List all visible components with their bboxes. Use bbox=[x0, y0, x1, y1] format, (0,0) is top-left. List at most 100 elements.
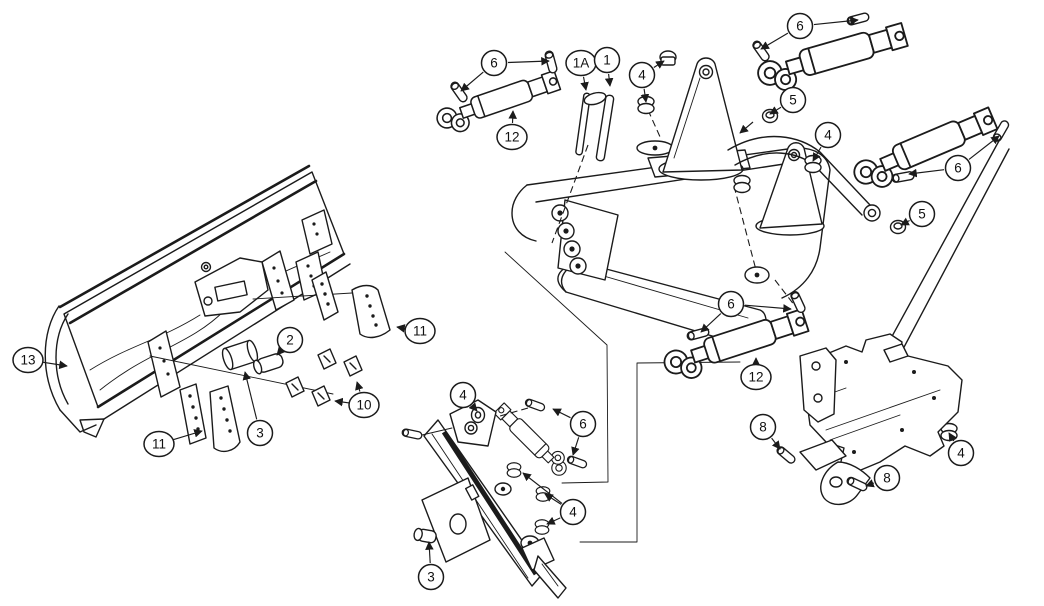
callout-bubble bbox=[496, 123, 528, 151]
callout-leader-arrow bbox=[968, 135, 1000, 160]
stabilizer-beam-assembly bbox=[400, 399, 567, 599]
callout-bubble bbox=[449, 381, 477, 409]
callout-bubble bbox=[873, 464, 901, 492]
callout-1: 1 bbox=[593, 46, 621, 87]
callout-bubble bbox=[593, 46, 621, 74]
callout-2: 2 bbox=[276, 326, 304, 356]
blade-hinge-bracket bbox=[194, 257, 269, 317]
pivot-bushing-3 bbox=[221, 339, 259, 371]
callout-layer: 6 1A 1 4 12 6 5 4 6 5 6 12 13 2 11 10 3 11 4 6 4 3 8 8 4 bbox=[12, 12, 1000, 591]
callout-leader-arrow bbox=[580, 76, 589, 91]
callout-label: 6 bbox=[579, 417, 587, 432]
bracket-lower-pivot bbox=[799, 439, 871, 505]
callout-leader-arrow bbox=[812, 146, 822, 162]
callout-label: 6 bbox=[727, 297, 735, 312]
callout-1A: 1A bbox=[565, 49, 597, 91]
callout-6: 6 bbox=[760, 12, 859, 50]
callout-label: 4 bbox=[459, 388, 467, 403]
callout-label: 2 bbox=[286, 333, 294, 348]
callout-leader-arrow bbox=[604, 73, 614, 87]
callout-label: 6 bbox=[490, 56, 498, 71]
callout-bubble bbox=[480, 49, 508, 77]
callout-leader-arrow bbox=[700, 313, 722, 333]
callout-12: 12 bbox=[740, 357, 772, 391]
callout-leader-arrow bbox=[242, 371, 258, 420]
callout-bubble bbox=[947, 439, 975, 467]
callout-leader-arrow bbox=[508, 110, 517, 124]
callout-bubble bbox=[348, 391, 380, 419]
callout-6: 6 bbox=[552, 408, 597, 456]
callout-bubble bbox=[944, 154, 972, 182]
callout-label: 4 bbox=[638, 68, 646, 83]
blade-rib bbox=[147, 330, 181, 398]
callout-leader-arrow bbox=[546, 516, 561, 525]
callout-leader-arrow bbox=[172, 429, 203, 441]
callout-11: 11 bbox=[396, 317, 436, 345]
callout-bubble bbox=[404, 317, 436, 345]
callout-8: 8 bbox=[749, 413, 781, 450]
callout-bubble bbox=[246, 419, 274, 447]
callout-leader-arrow bbox=[653, 60, 665, 69]
lift-tower-front bbox=[658, 57, 744, 181]
callout-11: 11 bbox=[143, 429, 203, 458]
beam-plug-3 bbox=[413, 527, 437, 544]
callout-4: 4 bbox=[449, 381, 478, 412]
callout-4: 4 bbox=[628, 60, 665, 103]
callout-leader-arrow bbox=[522, 472, 563, 504]
callout-label: 4 bbox=[569, 505, 577, 520]
frame-lug-stack bbox=[551, 204, 587, 275]
pivot-pin-1A bbox=[575, 92, 591, 156]
callout-6: 6 bbox=[700, 290, 792, 333]
callout-leader-arrow bbox=[865, 479, 875, 488]
callout-label: 13 bbox=[20, 353, 35, 368]
callout-label: 4 bbox=[957, 446, 965, 461]
callout-label: 3 bbox=[256, 426, 264, 441]
callout-leader-arrow bbox=[507, 56, 550, 66]
callout-leader-arrow bbox=[771, 437, 781, 450]
callout-label: 12 bbox=[748, 370, 763, 385]
callout-label: 6 bbox=[954, 161, 962, 176]
beam-bottom-clevis bbox=[520, 535, 567, 599]
callout-leader-arrow bbox=[908, 168, 945, 178]
beam-side-plate bbox=[421, 477, 491, 563]
dozer-blade bbox=[44, 164, 353, 438]
callout-label: 1 bbox=[603, 53, 611, 68]
callout-leader-arrow bbox=[769, 106, 782, 115]
callout-leader-arrow bbox=[460, 71, 484, 92]
blade-rib bbox=[261, 250, 295, 311]
callout-10: 10 bbox=[334, 381, 380, 419]
callout-leader-arrow bbox=[334, 397, 351, 407]
callout-6: 6 bbox=[908, 135, 1000, 182]
callout-bubble bbox=[740, 363, 772, 391]
callout-4: 4 bbox=[812, 121, 842, 162]
callout-bubble bbox=[814, 121, 842, 149]
callout-leader-arrow bbox=[41, 360, 68, 370]
spacer-2 bbox=[252, 353, 284, 375]
callout-12: 12 bbox=[496, 110, 528, 151]
callout-8: 8 bbox=[865, 464, 901, 492]
wear-plate-11 bbox=[311, 271, 391, 339]
tilt-cylinder bbox=[754, 20, 912, 98]
callout-bubble bbox=[417, 563, 445, 591]
callout-label: 8 bbox=[883, 471, 891, 486]
callout-label: 1A bbox=[573, 56, 590, 71]
callout-3: 3 bbox=[417, 541, 445, 591]
clamp-clip-10 bbox=[285, 348, 363, 407]
callout-bubble bbox=[717, 290, 745, 318]
callout-4: 4 bbox=[947, 432, 975, 467]
callout-bubble bbox=[559, 498, 587, 526]
callout-bubble bbox=[779, 86, 807, 114]
callout-label: 4 bbox=[824, 128, 832, 143]
tilt-jack-cylinder bbox=[492, 398, 574, 480]
callout-5: 5 bbox=[900, 200, 936, 228]
callout-bubble bbox=[749, 413, 777, 441]
callout-leader-arrow bbox=[552, 408, 571, 419]
callout-bubble bbox=[276, 326, 304, 354]
callout-bubble bbox=[143, 430, 175, 458]
bushings-4 bbox=[506, 50, 958, 535]
callout-leader-arrow bbox=[276, 346, 286, 356]
callout-5: 5 bbox=[769, 86, 807, 115]
callout-label: 3 bbox=[427, 570, 435, 585]
